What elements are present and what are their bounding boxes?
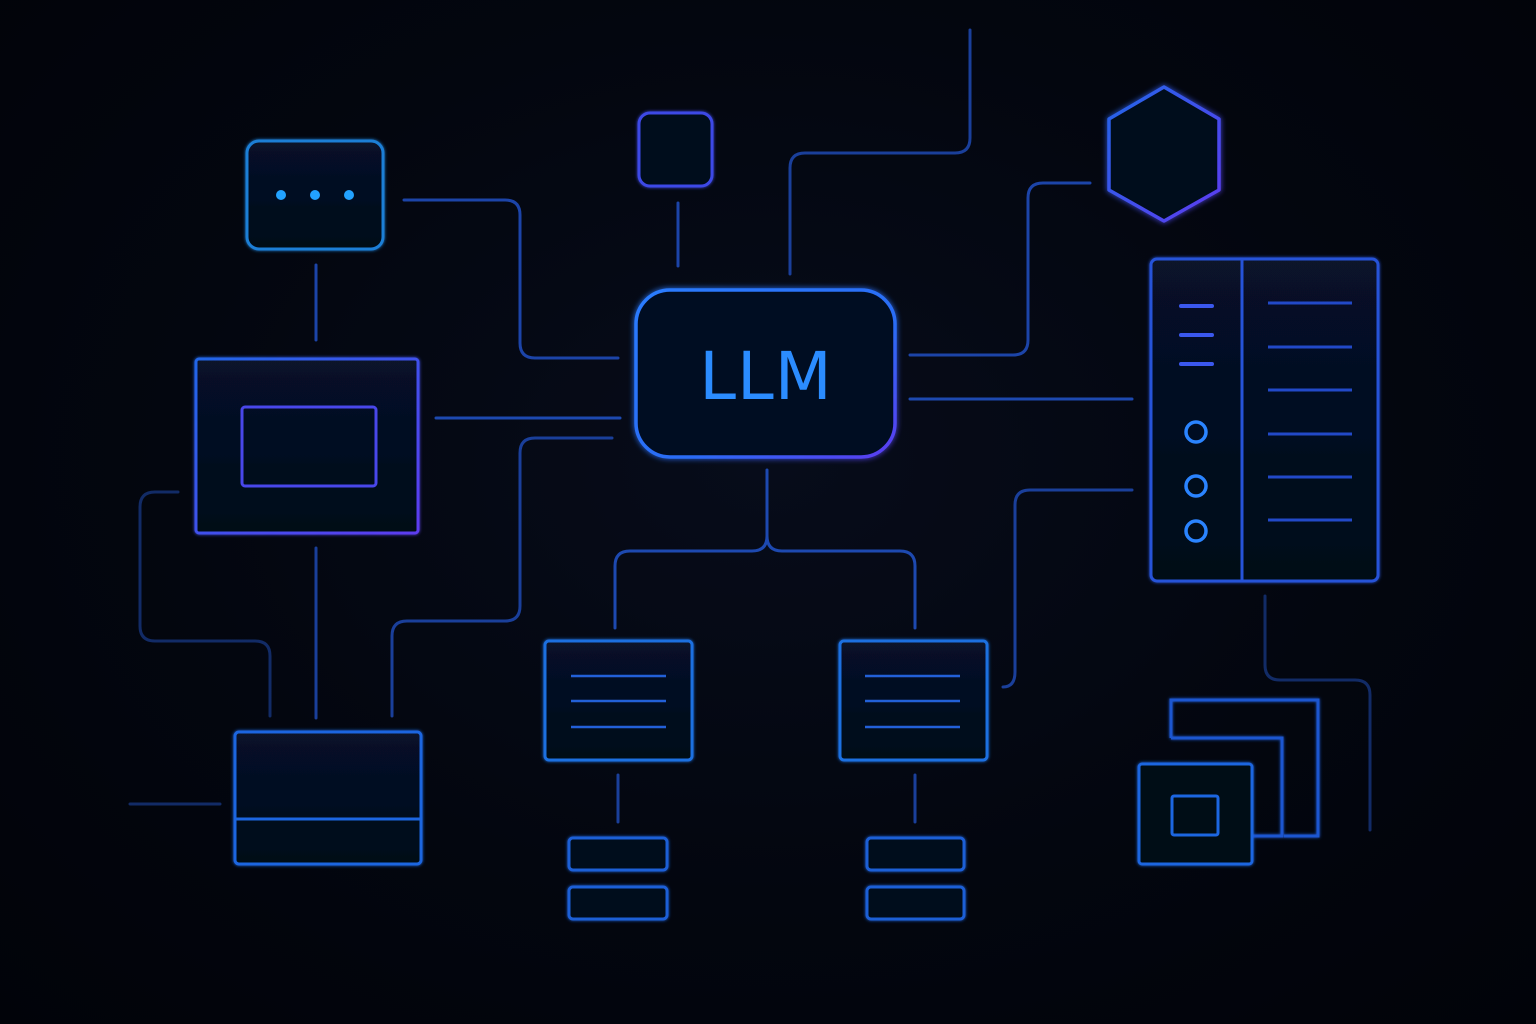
connector-llm-to-hexagon — [908, 181, 1092, 357]
connectors — [128, 28, 1372, 832]
document-icon — [543, 639, 694, 762]
server-panel-icon — [1149, 257, 1380, 583]
llm-label: LLM — [699, 338, 833, 415]
connector-chat-to-llm — [402, 198, 620, 360]
document-icon — [838, 639, 989, 762]
stacked-layers-icon — [1137, 698, 1320, 866]
hexagon-icon — [1107, 85, 1221, 223]
chat-bubble-icon — [245, 139, 385, 251]
storage-drive-icon — [865, 836, 966, 921]
square-icon — [637, 111, 714, 188]
connector-llm-to-card — [390, 436, 614, 718]
connector-left-loop — [138, 490, 272, 718]
window-icon — [194, 357, 420, 535]
card-icon — [233, 730, 423, 866]
connector-server-to-doc — [1001, 488, 1134, 689]
connector-top-to-llm — [788, 28, 972, 276]
connector-server-to-layers — [1263, 594, 1372, 832]
llm-node — [634, 288, 897, 459]
storage-drive-icon — [567, 836, 669, 921]
connector-llm-branch — [613, 468, 917, 630]
